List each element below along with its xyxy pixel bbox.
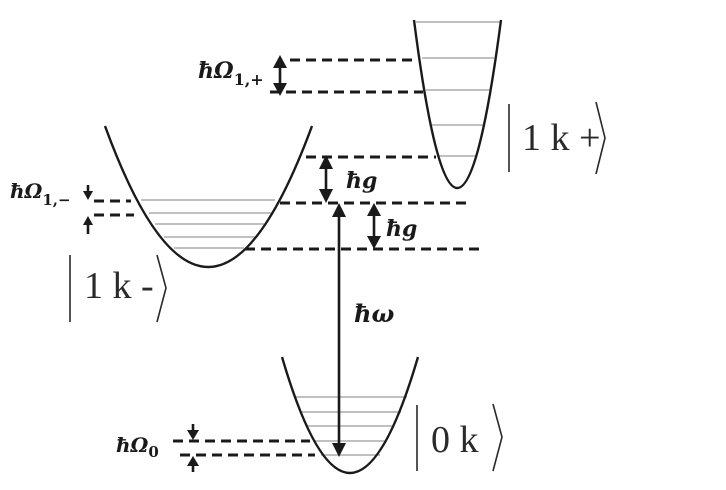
well-1k-minus: [103, 125, 314, 269]
omega-arrow: [332, 203, 346, 457]
label-omega-1-plus: ħΩ1,+: [198, 58, 264, 89]
dashed-levels: [94, 58, 480, 457]
label-g-upper: ħg: [346, 168, 377, 194]
label-omega-0: ħΩ0: [116, 433, 159, 461]
well-1k-plus: [412, 19, 503, 190]
label-g-lower: ħg: [386, 216, 417, 242]
ket-1k-plus: 1 k +: [508, 101, 606, 175]
label-omega: ħω: [354, 299, 394, 328]
well-0k: [280, 356, 420, 475]
svg-text:0 k: 0 k: [431, 419, 479, 461]
omega-1-plus-arrow: [273, 55, 287, 96]
label-omega-1-minus: ħΩ1,−: [10, 179, 71, 209]
g-upper-arrow: [319, 155, 333, 203]
omega-1-minus-arrows: [83, 185, 93, 234]
ket-1k-minus: 1 k -: [69, 254, 167, 323]
svg-text:1 k -: 1 k -: [84, 265, 154, 307]
svg-text:1 k +: 1 k +: [522, 117, 600, 159]
ket-0k: 0 k: [416, 403, 503, 472]
omega-0-arrows: [187, 424, 199, 472]
g-lower-arrow: [367, 203, 381, 249]
